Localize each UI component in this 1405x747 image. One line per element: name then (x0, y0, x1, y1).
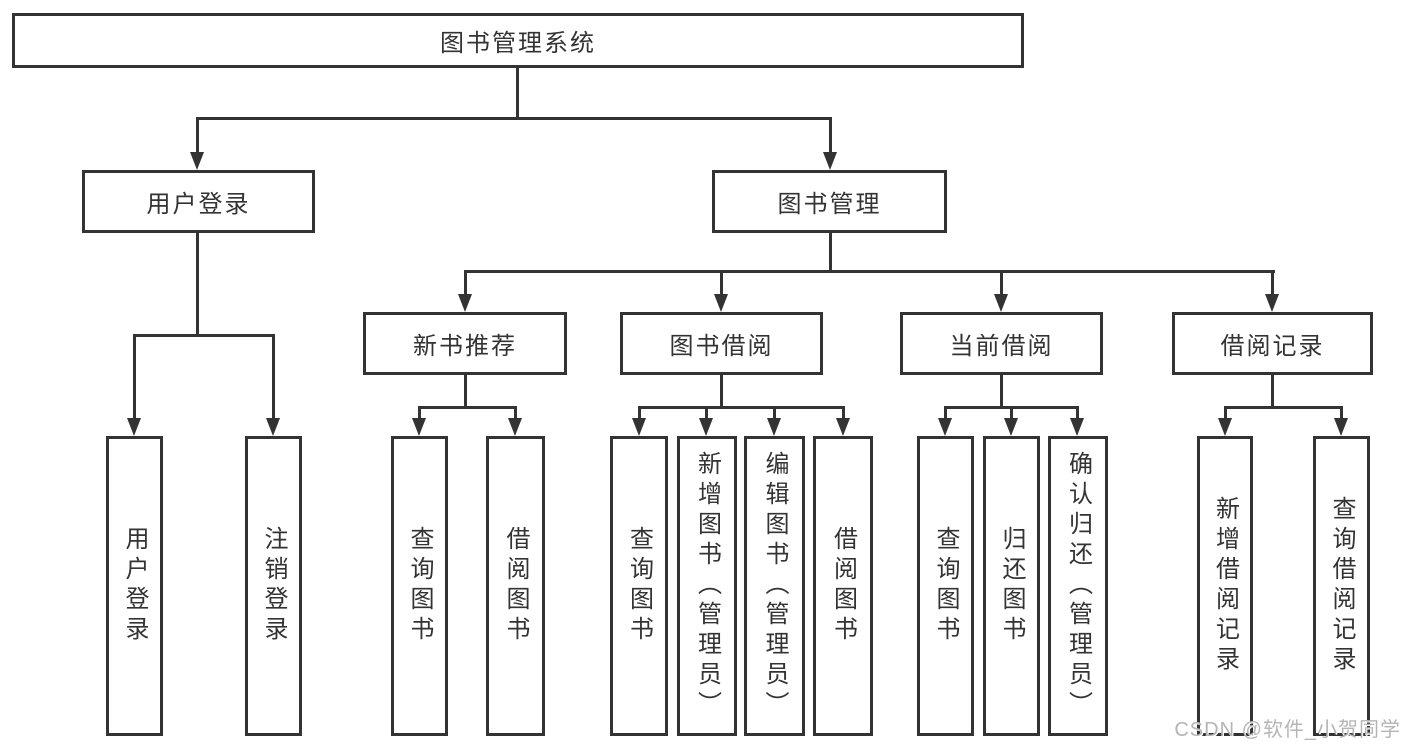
connector-line (133, 334, 275, 337)
leaf-nbr-query-books: 查询图书 (391, 436, 448, 736)
connector-line (464, 270, 467, 295)
arrow-down-icon (836, 418, 850, 436)
connector-line (1000, 375, 1003, 408)
leaf-bb-borrow-books: 借阅图书 (813, 436, 873, 736)
arrow-down-icon (994, 294, 1008, 312)
node-new-book-recommend: 新书推荐 (363, 312, 567, 375)
connector-line (196, 117, 199, 153)
connector-line (842, 406, 845, 419)
connector-line (464, 270, 1275, 273)
node-current-borrow: 当前借阅 (900, 312, 1103, 375)
connector-line (829, 233, 832, 271)
connector-line (464, 375, 467, 408)
leaf-user-login: 用户登录 (106, 436, 163, 736)
leaf-bb-query-books: 查询图书 (610, 436, 668, 736)
arrow-down-icon (266, 418, 280, 436)
connector-line (1000, 270, 1003, 295)
arrow-down-icon (1334, 418, 1348, 436)
connector-line (1271, 375, 1274, 408)
leaf-br-query-record: 查询借阅记录 (1313, 436, 1370, 736)
leaf-bb-edit-books-admin: 编辑图书（管理员） (744, 436, 805, 736)
connector-line (720, 375, 723, 408)
leaf-logout: 注销登录 (245, 436, 302, 736)
arrow-down-icon (1070, 418, 1084, 436)
connector-line (705, 406, 708, 419)
connector-line (1340, 406, 1343, 419)
connector-line (1271, 270, 1274, 295)
node-library-management-system: 图书管理系统 (12, 13, 1024, 68)
leaf-cb-query-books: 查询图书 (917, 436, 974, 736)
arrow-down-icon (412, 418, 426, 436)
connector-line (272, 334, 275, 419)
connector-line (829, 117, 832, 153)
connector-line (720, 270, 723, 295)
connector-line (514, 406, 517, 419)
leaf-cb-confirm-return-admin: 确认归还（管理员） (1048, 436, 1108, 736)
connector-line (516, 68, 519, 118)
leaf-br-add-record: 新增借阅记录 (1197, 436, 1253, 736)
connector-line (1224, 406, 1343, 409)
node-user-login: 用户登录 (82, 170, 315, 233)
connector-line (1224, 406, 1227, 419)
arrow-down-icon (1265, 294, 1279, 312)
arrow-down-icon (699, 418, 713, 436)
connector-line (773, 406, 776, 419)
arrow-down-icon (714, 294, 728, 312)
connector-line (638, 406, 641, 419)
arrow-down-icon (938, 418, 952, 436)
leaf-bb-add-books-admin: 新增图书（管理员） (677, 436, 737, 736)
leaf-nbr-borrow-books: 借阅图书 (486, 436, 545, 736)
arrow-down-icon (1218, 418, 1232, 436)
connector-line (944, 406, 947, 419)
connector-line (418, 406, 421, 419)
arrow-down-icon (508, 418, 522, 436)
watermark: CSDN @软件_小贺同学 (1174, 719, 1401, 741)
arrow-down-icon (127, 418, 141, 436)
arrow-down-icon (1004, 418, 1018, 436)
connector-line (638, 406, 845, 409)
arrow-down-icon (767, 418, 781, 436)
arrow-down-icon (458, 294, 472, 312)
node-borrow-records: 借阅记录 (1172, 312, 1373, 375)
leaf-cb-return-books: 归还图书 (983, 436, 1040, 736)
node-book-management: 图书管理 (712, 170, 947, 233)
connector-line (1076, 406, 1079, 419)
arrow-down-icon (823, 152, 837, 170)
node-book-borrow: 图书借阅 (620, 312, 823, 375)
connector-line (1010, 406, 1013, 419)
arrow-down-icon (632, 418, 646, 436)
connector-line (196, 233, 199, 335)
connector-line (133, 334, 136, 419)
connector-line (196, 117, 832, 120)
connector-line (418, 406, 517, 409)
arrow-down-icon (190, 152, 204, 170)
